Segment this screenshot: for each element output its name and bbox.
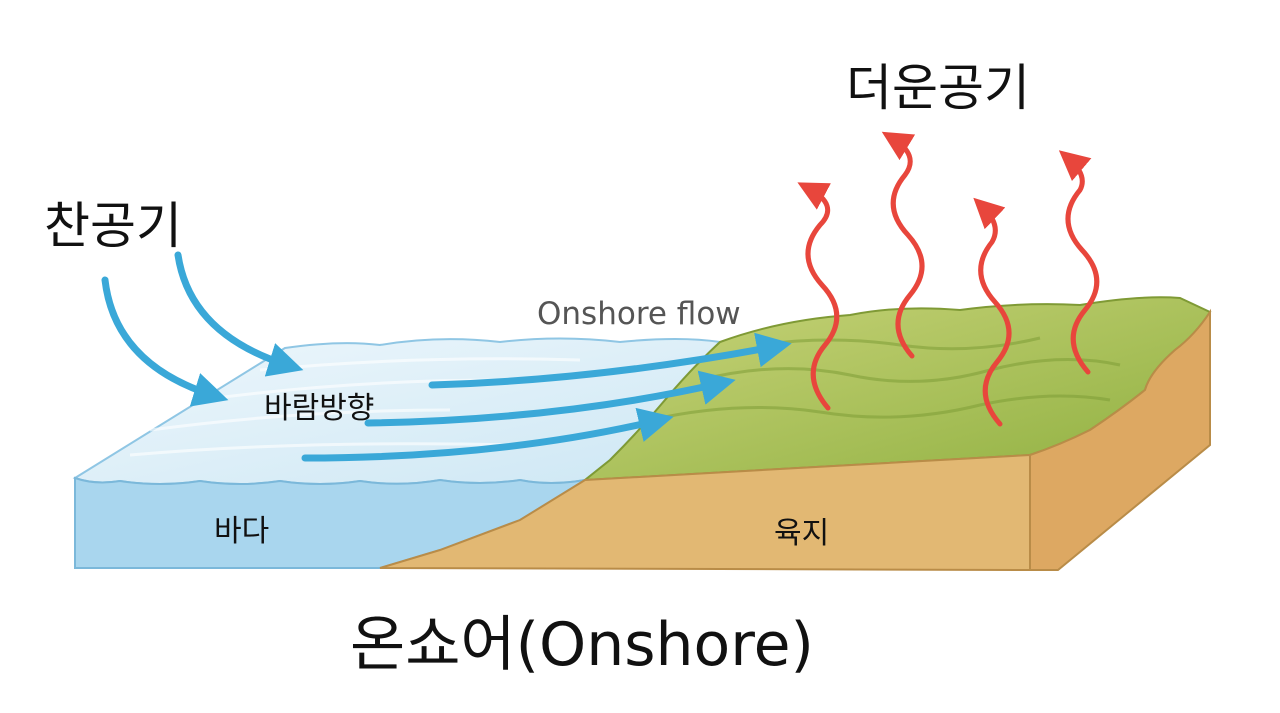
sea-label: 바다 — [214, 514, 270, 549]
heat-arrows — [797, 131, 1100, 427]
curved-arrow-icon — [301, 407, 674, 462]
wavy-up-arrow-icon — [797, 182, 840, 411]
wavy-up-arrow-icon — [973, 197, 1012, 427]
wavy-up-arrow-icon — [881, 131, 925, 359]
sea-ripples — [129, 357, 581, 457]
curved-arrow-icon — [428, 332, 792, 389]
land-hills — [649, 336, 1121, 422]
diagram-caption: 온쇼어(Onshore) — [350, 610, 814, 680]
cold-air-label: 찬공기 — [44, 197, 182, 255]
sea-front-face — [74, 476, 586, 569]
land-side-face — [1029, 308, 1211, 571]
wavy-up-arrow-icon — [1058, 150, 1100, 375]
onshore-flow-label: Onshore flow — [537, 296, 741, 332]
curved-arrow-icon — [101, 276, 229, 407]
land-label: 육지 — [774, 516, 830, 551]
curved-arrow-icon — [364, 370, 736, 427]
curved-arrow-icon — [174, 251, 304, 377]
wind-direction-label: 바람방향 — [264, 391, 375, 426]
wind-arrows — [101, 251, 792, 462]
hot-air-label: 더운공기 — [846, 59, 1030, 117]
land-block — [379, 296, 1212, 572]
